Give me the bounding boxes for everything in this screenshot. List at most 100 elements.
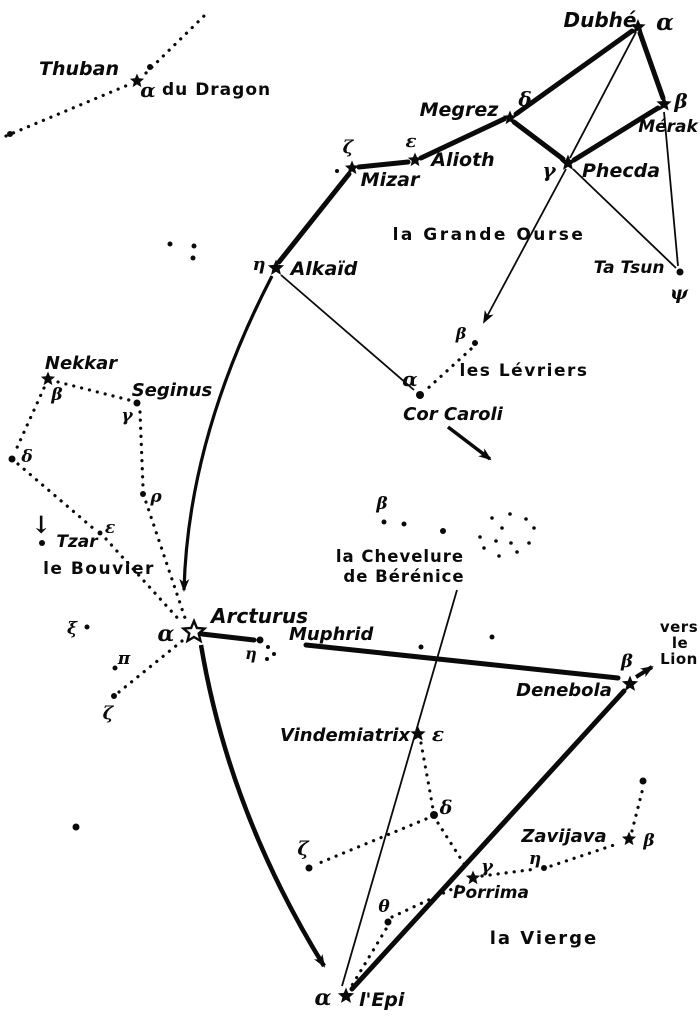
label-les-levriers: les Lévriers (459, 361, 588, 381)
star-vindemiatrix (410, 726, 426, 741)
line-merak-phecda (571, 105, 661, 163)
arrow-corcaroli-south (446, 425, 492, 461)
dot-cor-caroli (416, 391, 424, 399)
arc-alkaid-arcturus (179, 275, 274, 592)
star-spica (337, 987, 355, 1003)
label-le-bouvier: le Bouvier (43, 559, 155, 579)
label-porrima: Porrima (453, 883, 529, 903)
chain-arcturus-zeta-boo (117, 639, 184, 694)
star-merak (656, 96, 672, 111)
arc-arcturus-spica (198, 644, 326, 968)
dot-muphrid-c3 (265, 657, 269, 661)
dot-theta-vir (384, 918, 392, 926)
line-alioth-mizar (356, 159, 411, 170)
star-denebola (621, 675, 639, 691)
dot-coma-cl-2 (508, 512, 512, 516)
chain-delta-porrima (436, 821, 470, 872)
dot-coma-cl-1 (490, 516, 494, 520)
greek-rho-boo: ρ (149, 487, 162, 507)
dot-field-1 (167, 241, 173, 247)
chain-draco-tail (4, 83, 130, 138)
star-alkaid (267, 259, 285, 275)
dot-coma-cl-4 (532, 526, 536, 530)
line-arcturus-muphrid (199, 631, 257, 643)
chain-nekkar-seginus (56, 380, 131, 402)
chain-zavijava-north (630, 786, 645, 833)
label-nekkar: Nekkar (45, 353, 118, 374)
chain-vindemiatrix-delta (419, 741, 435, 811)
dot-eta-vir (541, 865, 547, 871)
line-muphrid-denebola (303, 642, 621, 681)
dot-delta-boo (8, 455, 16, 463)
dot-coma-cl-12 (497, 554, 501, 558)
greek-beta-vir: β (642, 831, 654, 851)
star-phecda (559, 154, 577, 170)
greek-gamma-vir: γ (481, 856, 494, 877)
dot-muphrid-c1 (266, 645, 270, 649)
label-le: le (672, 634, 688, 652)
star-dubhe (630, 19, 646, 34)
dot-epsilon-boo (97, 530, 103, 536)
label-denebola: Denebola (516, 680, 612, 701)
dot-coma-row-2 (401, 521, 407, 527)
greek-alpha-uma: α (656, 9, 674, 36)
label-cor-caroli: Cor Caroli (403, 404, 503, 425)
label-lion: Lion (660, 650, 698, 668)
label-zavijava: Zavijava (520, 826, 606, 847)
chain-delta-zeta-vir (315, 817, 428, 866)
dot-draco-2 (147, 64, 153, 70)
label-lepi: l'Epi (359, 989, 405, 1011)
label-thuban: Thuban (39, 58, 119, 80)
line-denebola-spica (349, 688, 627, 992)
dot-alcor (335, 169, 339, 173)
chain-nekkar-delta (13, 386, 46, 454)
greek-beta-cvn: β (455, 324, 467, 343)
line-corcaroli-spica (341, 589, 458, 987)
chain-theta-spica (349, 927, 388, 989)
star-mizar (344, 160, 360, 175)
chain-epsilon-arcturus (104, 537, 184, 625)
line-megrez-alioth (418, 116, 507, 161)
dot-coma-cl-9 (482, 546, 486, 550)
chain-porrima-eta (480, 867, 538, 878)
label-mizar: Mizar (361, 169, 421, 191)
greek-beta-uma: β (673, 89, 687, 113)
dot-coma-cl-5 (500, 526, 504, 530)
dot-coma-cl-10 (527, 541, 531, 545)
dot-pi-boo (112, 665, 118, 671)
dot-coma-row-3 (440, 528, 446, 534)
line-dubhe-megrez (513, 28, 635, 117)
greek-delta-boo: δ (20, 447, 32, 467)
dot-field-2 (191, 243, 197, 249)
greek-zeta-boo: ζ (103, 703, 115, 724)
star-megrez (502, 110, 518, 125)
line-phecda-tatsun (572, 168, 677, 269)
dot-rho-boo (140, 491, 146, 497)
line-megrez-phecda (511, 119, 566, 162)
dot-field-3 (190, 255, 196, 261)
greek-zeta-uma: ζ (343, 137, 355, 158)
chain-seginus-rho (138, 410, 145, 489)
star-nekkar (40, 371, 56, 386)
dot-coma-row-1 (381, 519, 387, 525)
label-du-dragon: du Dragon (162, 80, 271, 100)
chain-draco-head (144, 14, 206, 75)
line-alkaid-corcaroli (280, 274, 415, 391)
label-la-grande-ourse: la Grande Ourse (393, 225, 586, 245)
label-arcturus: Arcturus (209, 604, 308, 628)
greek-alpha-boo: α (158, 621, 175, 647)
greek-alpha-dra: α (140, 78, 155, 102)
greek-delta-uma: δ (517, 87, 531, 111)
label-merak: Mérak (638, 117, 699, 137)
chain-delta-epsilon (16, 462, 96, 531)
greek-eta-vir: η (529, 849, 541, 869)
label-vindemiatrix: Vindemiatrix (280, 725, 411, 746)
greek-eta-uma: η (252, 254, 265, 275)
dot-field-4 (418, 644, 424, 650)
dot-coma-cl-6 (478, 535, 482, 539)
greek-zeta-vir: ζ (297, 838, 310, 860)
label-alkaid: Alkaïd (289, 258, 358, 280)
greek-theta-vir: θ (378, 897, 390, 917)
tzar-down-arrow: ↓ (31, 510, 51, 539)
